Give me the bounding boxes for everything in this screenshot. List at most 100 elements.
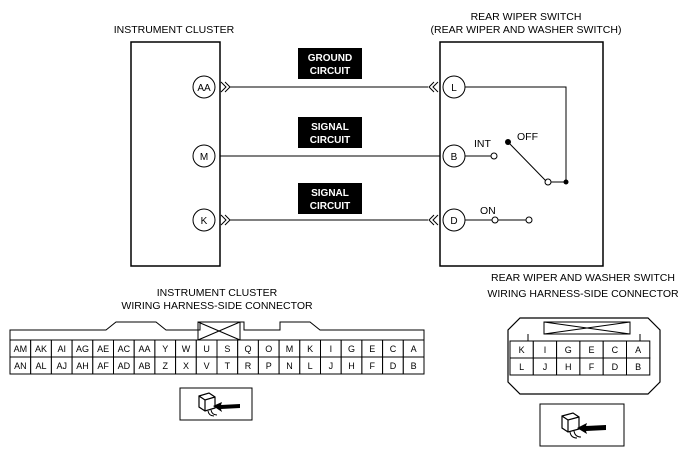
svg-text:L: L — [451, 83, 457, 94]
svg-text:AI: AI — [57, 344, 66, 354]
left-connector-pin-cell: S — [216, 339, 239, 358]
left-connector-pin-cell: D — [382, 356, 404, 375]
chevron-left-icon — [428, 214, 439, 226]
pin-aa: AA — [192, 75, 216, 99]
svg-text:AF: AF — [97, 361, 109, 371]
chevron-left-icon — [428, 81, 439, 93]
svg-text:G: G — [565, 345, 572, 355]
svg-text:L: L — [519, 362, 524, 372]
right-connector-pin-cell: H — [556, 357, 581, 376]
svg-text:AG: AG — [76, 344, 89, 354]
switch-off-label: OFF — [517, 131, 538, 143]
left-connector-pin-cell: I — [320, 339, 342, 358]
right-connector-pin-cell: B — [626, 357, 651, 376]
left-connector-pin-cell: AJ — [50, 356, 73, 375]
svg-text:J: J — [543, 362, 548, 372]
svg-text:SIGNAL: SIGNAL — [311, 188, 349, 199]
svg-text:M: M — [200, 152, 208, 163]
left-connector-pin-cell: B — [402, 356, 425, 375]
svg-text:W: W — [182, 344, 191, 354]
svg-text:H: H — [348, 361, 355, 371]
pin-b: B — [442, 144, 466, 168]
right-connector-subtitle: WIRING HARNESS-SIDE CONNECTOR — [487, 288, 679, 300]
rear-wiper-switch-box — [439, 41, 604, 267]
arrow-left-icon — [577, 423, 606, 434]
svg-text:Z: Z — [163, 361, 169, 371]
svg-text:AB: AB — [139, 361, 151, 371]
left-connector-pin-cell: A — [402, 339, 425, 358]
left-connector-pin-cell: AN — [9, 356, 32, 375]
rear-wiper-switch-title: REAR WIPER SWITCH — [471, 11, 582, 23]
svg-text:CIRCUIT: CIRCUIT — [310, 201, 351, 212]
rear-wiper-switch-subtitle: (REAR WIPER AND WASHER SWITCH) — [431, 24, 622, 36]
svg-text:K: K — [307, 344, 313, 354]
left-connector-pin-cell: G — [340, 339, 363, 358]
svg-text:H: H — [565, 362, 572, 372]
connector-view-icon-right — [539, 403, 625, 447]
svg-text:P: P — [266, 361, 272, 371]
svg-text:Y: Y — [162, 344, 168, 354]
ground-circuit-label: GROUND CIRCUIT — [298, 48, 362, 79]
signal-circuit-label-1: SIGNAL CIRCUIT — [298, 117, 362, 148]
left-connector-pin-cell: AL — [30, 356, 52, 375]
right-connector-pin-cell: K — [509, 340, 534, 359]
pin-l: L — [442, 75, 466, 99]
right-connector-pin-cell: L — [509, 357, 534, 376]
right-connector-pin-cell: I — [532, 340, 558, 359]
left-connector-pin-cell: AB — [133, 356, 156, 375]
pin-k: K — [192, 208, 216, 232]
left-connector-pin-cell: AA — [133, 339, 156, 358]
chevron-right-icon — [220, 214, 231, 226]
svg-text:AA: AA — [197, 83, 211, 94]
left-connector-pin-cell: R — [237, 356, 259, 375]
svg-text:CIRCUIT: CIRCUIT — [310, 135, 351, 146]
right-connector-pin-cell: F — [579, 357, 604, 376]
svg-text:E: E — [369, 344, 375, 354]
left-connector-pin-cell: AF — [92, 356, 115, 375]
right-connector-pin-cell: D — [602, 357, 628, 376]
svg-text:F: F — [589, 362, 595, 372]
arrow-left-icon — [213, 402, 240, 412]
instrument-cluster-title: INSTRUMENT CLUSTER — [114, 24, 235, 36]
left-connector-pin-cell: O — [257, 339, 280, 358]
right-connector-pin-cell: A — [626, 340, 651, 359]
svg-text:O: O — [265, 344, 272, 354]
svg-text:V: V — [204, 361, 210, 371]
left-connector-pin-cell: AC — [113, 339, 135, 358]
left-connector-pin-cell: W — [175, 339, 197, 358]
left-connector-pin-cell: L — [299, 356, 321, 375]
svg-text:M: M — [286, 344, 294, 354]
svg-text:J: J — [329, 361, 334, 371]
left-connector-pin-cell: E — [361, 339, 384, 358]
svg-text:B: B — [411, 361, 417, 371]
left-connector-pin-cell: AI — [50, 339, 73, 358]
svg-text:I: I — [544, 345, 547, 355]
left-connector-pin-cell: F — [361, 356, 384, 375]
svg-text:R: R — [245, 361, 252, 371]
rear-wiper-switch-mechanism — [465, 86, 569, 224]
left-connector-pin-cell: AM — [9, 339, 32, 358]
left-connector-pin-cell: AH — [71, 356, 94, 375]
svg-text:CIRCUIT: CIRCUIT — [310, 66, 351, 77]
left-connector-pin-cell: H — [340, 356, 363, 375]
left-connector-pin-cell: K — [299, 339, 321, 358]
svg-text:U: U — [203, 344, 210, 354]
pin-d: D — [442, 208, 466, 232]
left-connector-pin-cell: AG — [71, 339, 94, 358]
left-connector-pin-cell: U — [195, 339, 218, 358]
svg-text:C: C — [612, 345, 619, 355]
svg-text:G: G — [348, 344, 355, 354]
svg-text:D: D — [390, 361, 397, 371]
svg-text:B: B — [635, 362, 641, 372]
svg-text:Q: Q — [245, 344, 252, 354]
svg-text:AJ: AJ — [56, 361, 67, 371]
svg-text:B: B — [451, 152, 458, 163]
left-connector-pin-cell: M — [278, 339, 301, 358]
left-connector-subtitle: WIRING HARNESS-SIDE CONNECTOR — [121, 300, 313, 312]
right-connector-pin-cell: E — [579, 340, 604, 359]
svg-text:AL: AL — [36, 361, 47, 371]
connector-view-icon-left — [179, 387, 253, 421]
